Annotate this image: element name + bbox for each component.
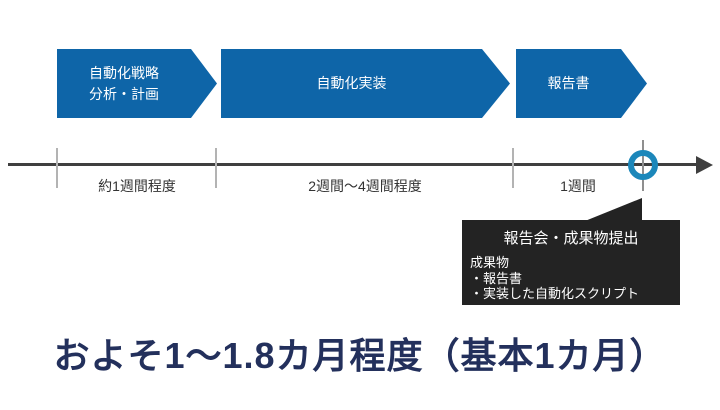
process-step-label-line: 自動化実装 (316, 75, 387, 91)
callout-body-line: ・実装した自動化スクリプト (470, 286, 640, 301)
process-step-planning: 自動化戦略 分析・計画 (57, 49, 217, 118)
callout-pointer (585, 198, 642, 221)
callout-title: 報告会・成果物提出 (503, 230, 639, 247)
process-step-implementation: 自動化実装 (221, 49, 510, 118)
process-step-label-line: 報告書 (547, 75, 590, 91)
callout-body-line: 成果物 (470, 255, 510, 270)
process-step-report: 報告書 (516, 49, 647, 118)
total-duration-title: およそ1～1.8カ月程度（基本1カ月） (53, 335, 667, 376)
process-step-label-line: 分析・計画 (89, 85, 159, 102)
timeline-arrowhead-icon (696, 156, 713, 174)
timeline-tick (56, 148, 58, 188)
duration-label: 約1週間程度 (98, 178, 176, 194)
timeline-tick (215, 148, 217, 188)
deliverables-callout: 報告会・成果物提出 成果物 ・報告書 ・実装した自動化スクリプト (462, 220, 680, 305)
milestone-circle-marker-icon (628, 150, 658, 180)
process-step-label-line: 自動化戦略 (89, 64, 159, 81)
timeline-tick (512, 148, 514, 188)
callout-body-line: ・報告書 (470, 270, 523, 286)
callout-body: 成果物 ・報告書 ・実装した自動化スクリプト (470, 255, 680, 302)
timeline-axis-line (8, 163, 700, 166)
duration-label: 2週間～4週間程度 (308, 178, 422, 194)
duration-label: 1週間 (560, 178, 596, 194)
